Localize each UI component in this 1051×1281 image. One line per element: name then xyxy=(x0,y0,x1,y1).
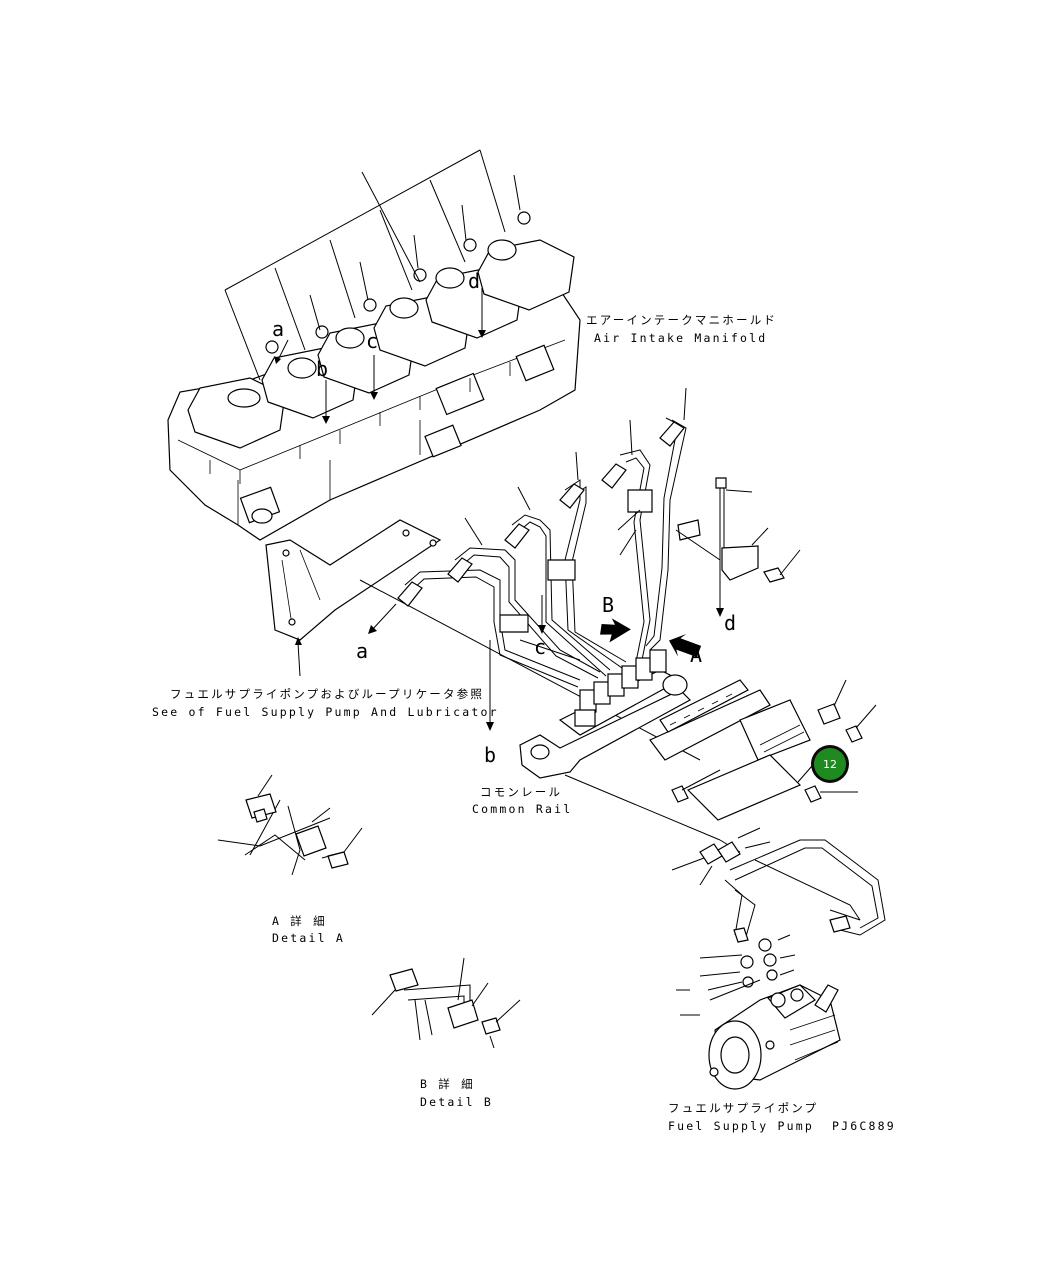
common-rail xyxy=(519,639,877,853)
fuel-pump-bracket xyxy=(265,519,701,761)
lower-marker-arrows xyxy=(368,595,546,731)
see-fuel-label-jp: フュエルサプライポンプおよびループリケータ参照 xyxy=(170,687,484,701)
marker-d-low: d xyxy=(724,611,736,635)
detail-b-illustration xyxy=(371,957,521,1049)
view-marker-b: B xyxy=(602,593,614,617)
drawing-code: PJ6C889 xyxy=(832,1119,896,1133)
detail-a-illustration xyxy=(217,774,363,876)
head-marker-arrows xyxy=(274,288,486,424)
fuel-supply-pump xyxy=(671,827,886,1090)
marker-a-top: a xyxy=(272,317,284,341)
marker-c-low: c xyxy=(534,635,546,659)
see-fuel-label-en: See of Fuel Supply Pump And Lubricator xyxy=(152,705,499,719)
marker-d-top: d xyxy=(468,269,480,293)
air-intake-label-en: Air Intake Manifold xyxy=(594,331,767,345)
fuel-pump-label-en: Fuel Supply Pump xyxy=(668,1119,814,1133)
detail-a-label-jp: A 詳 細 xyxy=(272,914,327,928)
detail-b-label-jp: B 詳 細 xyxy=(420,1077,475,1091)
view-marker-a: A xyxy=(690,643,702,667)
injection-tubes xyxy=(397,387,721,688)
callout-number: 12 xyxy=(823,758,837,771)
clamp-bolt-right xyxy=(715,477,801,617)
common-rail-label-jp: コモンレール xyxy=(480,785,562,799)
text-labels: エアーインテークマニホールド Air Intake Manifold フュエルサ… xyxy=(152,269,896,1133)
common-rail-label-en: Common Rail xyxy=(472,802,572,816)
detail-b-label-en: Detail B xyxy=(420,1095,493,1109)
marker-b-top: b xyxy=(316,357,328,381)
marker-a-low: a xyxy=(356,639,368,663)
part-callout-12[interactable]: 12 xyxy=(797,745,849,783)
view-arrows xyxy=(600,618,702,658)
cylinder-head-assembly xyxy=(167,211,581,541)
fuel-pump-label-jp: フュエルサプライポンプ xyxy=(668,1101,818,1115)
air-intake-label-jp: エアーインテークマニホールド xyxy=(586,313,777,327)
marker-c-top: c xyxy=(366,329,378,353)
detail-a-label-en: Detail A xyxy=(272,931,345,945)
leader-lines-top xyxy=(224,149,521,381)
marker-b-low: b xyxy=(484,743,496,767)
